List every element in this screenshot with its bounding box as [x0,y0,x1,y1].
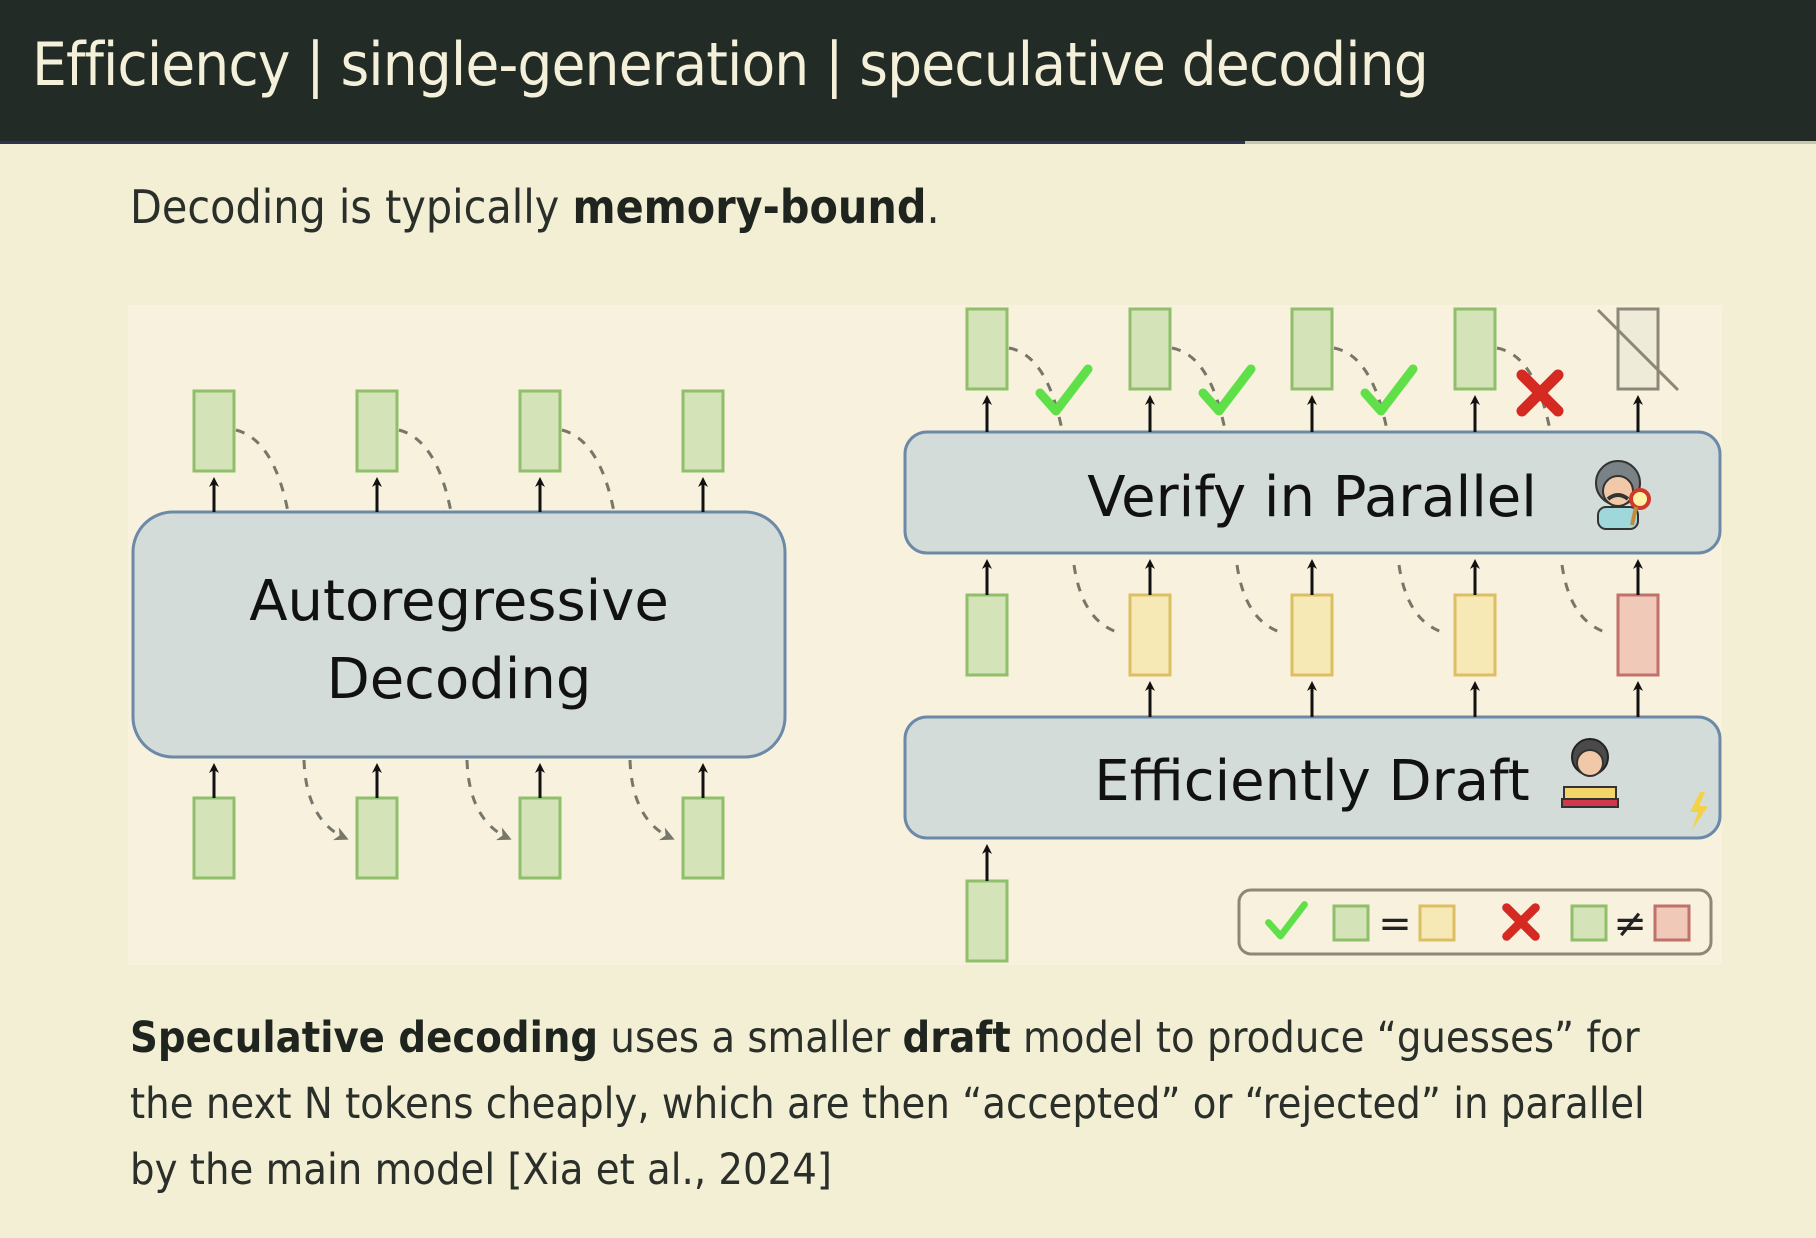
caption-text: model to produce “guesses” for [1010,1013,1640,1063]
legend-check-icon [1265,901,1308,940]
icon-book [1563,786,1617,800]
caption-draft: draft [902,1013,1011,1063]
icon-face [1576,749,1604,777]
autoregressive-label-line-1: Autoregressive [249,569,669,634]
dependency-dashed-line [1072,564,1118,634]
draft-token [1616,593,1660,677]
legend-not-equal-symbol: ≠ [1613,901,1647,947]
verified-output-token [1453,307,1497,391]
icon-body [1597,506,1639,530]
caption-text: uses a smaller [598,1013,903,1063]
feedback-dashed-line [235,428,290,513]
legend-equals-symbol: = [1378,901,1412,947]
subtitle-emphasis: memory-bound [572,180,927,234]
caption: Speculative decoding uses a smaller draf… [130,1005,1645,1203]
caption-line-1: Speculative decoding uses a smaller draf… [130,1005,1640,1071]
slide-title: Efficiency | single-generation | specula… [32,30,1429,100]
subtitle: Decoding is typically memory-bound. [130,180,940,234]
legend-yellow-token [1418,904,1456,942]
header-rule [1245,141,1816,144]
verified-output-token [1128,307,1172,391]
draft-token [1290,593,1334,677]
output-token [518,389,562,473]
draft-label: Efficiently Draft [1094,749,1529,814]
check-icon [1035,364,1093,416]
strike-through-line [1596,308,1680,392]
icon-mustache [1606,493,1630,501]
cross-icon [1516,369,1564,417]
verified-output-token [965,307,1009,391]
icon-book-base [1561,798,1619,808]
autoregressive-label-line-2: Decoding [327,647,592,712]
verified-output-token [1290,307,1334,391]
legend-green-token [1332,904,1370,942]
output-token [681,389,725,473]
caption-term: Speculative decoding [130,1013,599,1063]
header-progress-bar [0,141,1245,144]
caption-line-2: the next N tokens cheaply, which are the… [130,1079,1645,1129]
subtitle-text: Decoding is typically [130,180,573,234]
dependency-dashed-line [1235,564,1281,634]
subtitle-period: . [926,180,940,234]
icon-magnifier [1629,488,1651,510]
output-token [355,389,399,473]
feedback-dashed-line [561,428,616,513]
dependency-dashed-line [1397,564,1443,634]
autoregressive-model-box [131,510,787,759]
input-token [681,796,725,880]
inspector-with-magnifier-icon [1595,460,1651,530]
icon-magnifier-handle [1630,506,1638,526]
context-token [965,593,1009,677]
legend: =≠ [1237,888,1713,956]
verification-dashed-line [1008,346,1064,431]
feedback-dashed-line [398,428,453,513]
verification-dashed-line [1333,346,1389,431]
legend-red-token [1653,904,1691,942]
output-token [192,389,236,473]
verification-dashed-line [1496,346,1552,431]
verify-label: Verify in Parallel [1087,465,1537,530]
legend-green-token [1570,904,1608,942]
input-token [965,879,1009,963]
draft-token [1128,593,1172,677]
input-token [518,796,562,880]
icon-face [1602,475,1634,507]
dependency-dashed-line [1560,564,1606,634]
input-token [192,796,236,880]
cross-stroke [1516,369,1564,417]
cross-stroke [1502,903,1540,941]
slide-header: Efficiency | single-generation | specula… [0,0,1816,141]
check-icon [1198,364,1256,416]
input-token [355,796,399,880]
lightning-bolt-icon [1690,792,1708,830]
caption-line-3: by the main model [Xia et al., 2024] [130,1145,833,1195]
student-reading-book-icon [1561,738,1619,808]
draft-token [1453,593,1497,677]
check-icon [1360,364,1418,416]
legend-cross-icon [1502,903,1540,941]
verification-dashed-line [1171,346,1227,431]
